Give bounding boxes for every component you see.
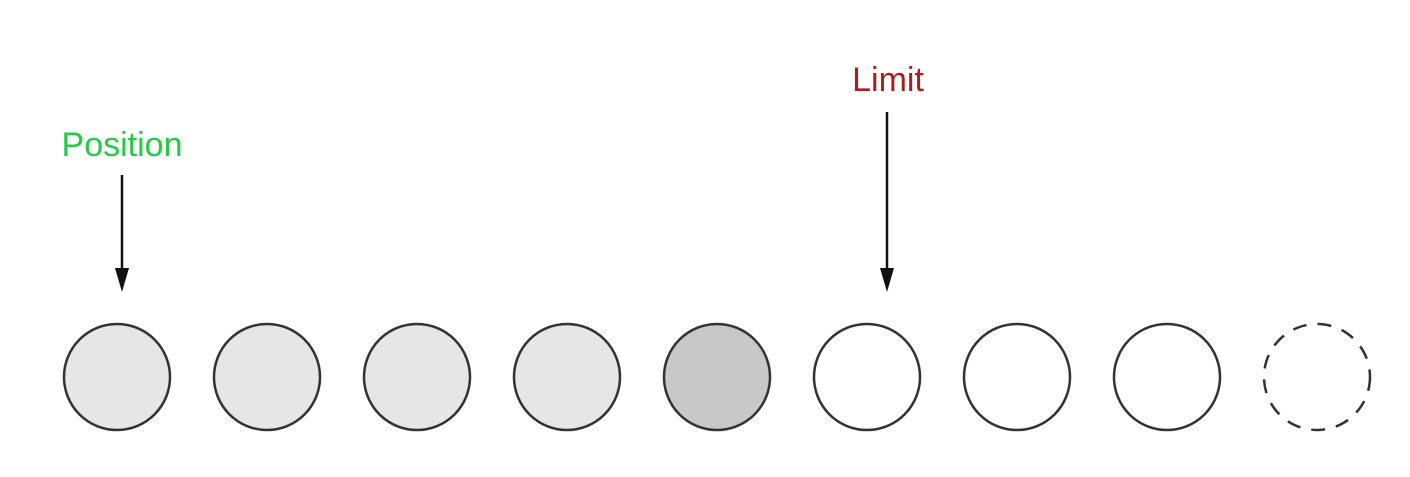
position-arrow — [115, 175, 129, 292]
buffer-slot-1 — [212, 322, 322, 432]
buffer-slot-5 — [812, 322, 922, 432]
position-label: Position — [61, 126, 183, 164]
buffer-slot-2 — [362, 322, 472, 432]
buffer-slot-7 — [1112, 322, 1222, 432]
buffer-slot-0 — [62, 322, 172, 432]
limit-label: Limit — [852, 61, 924, 99]
buffer-slot-6 — [962, 322, 1072, 432]
buffer-slot-4 — [662, 322, 772, 432]
buffer-slot-8 — [1262, 322, 1372, 432]
marker-arrows — [115, 112, 894, 292]
limit-arrow — [880, 112, 894, 292]
buffer-slots — [62, 322, 1372, 432]
buffer-slot-3 — [512, 322, 622, 432]
